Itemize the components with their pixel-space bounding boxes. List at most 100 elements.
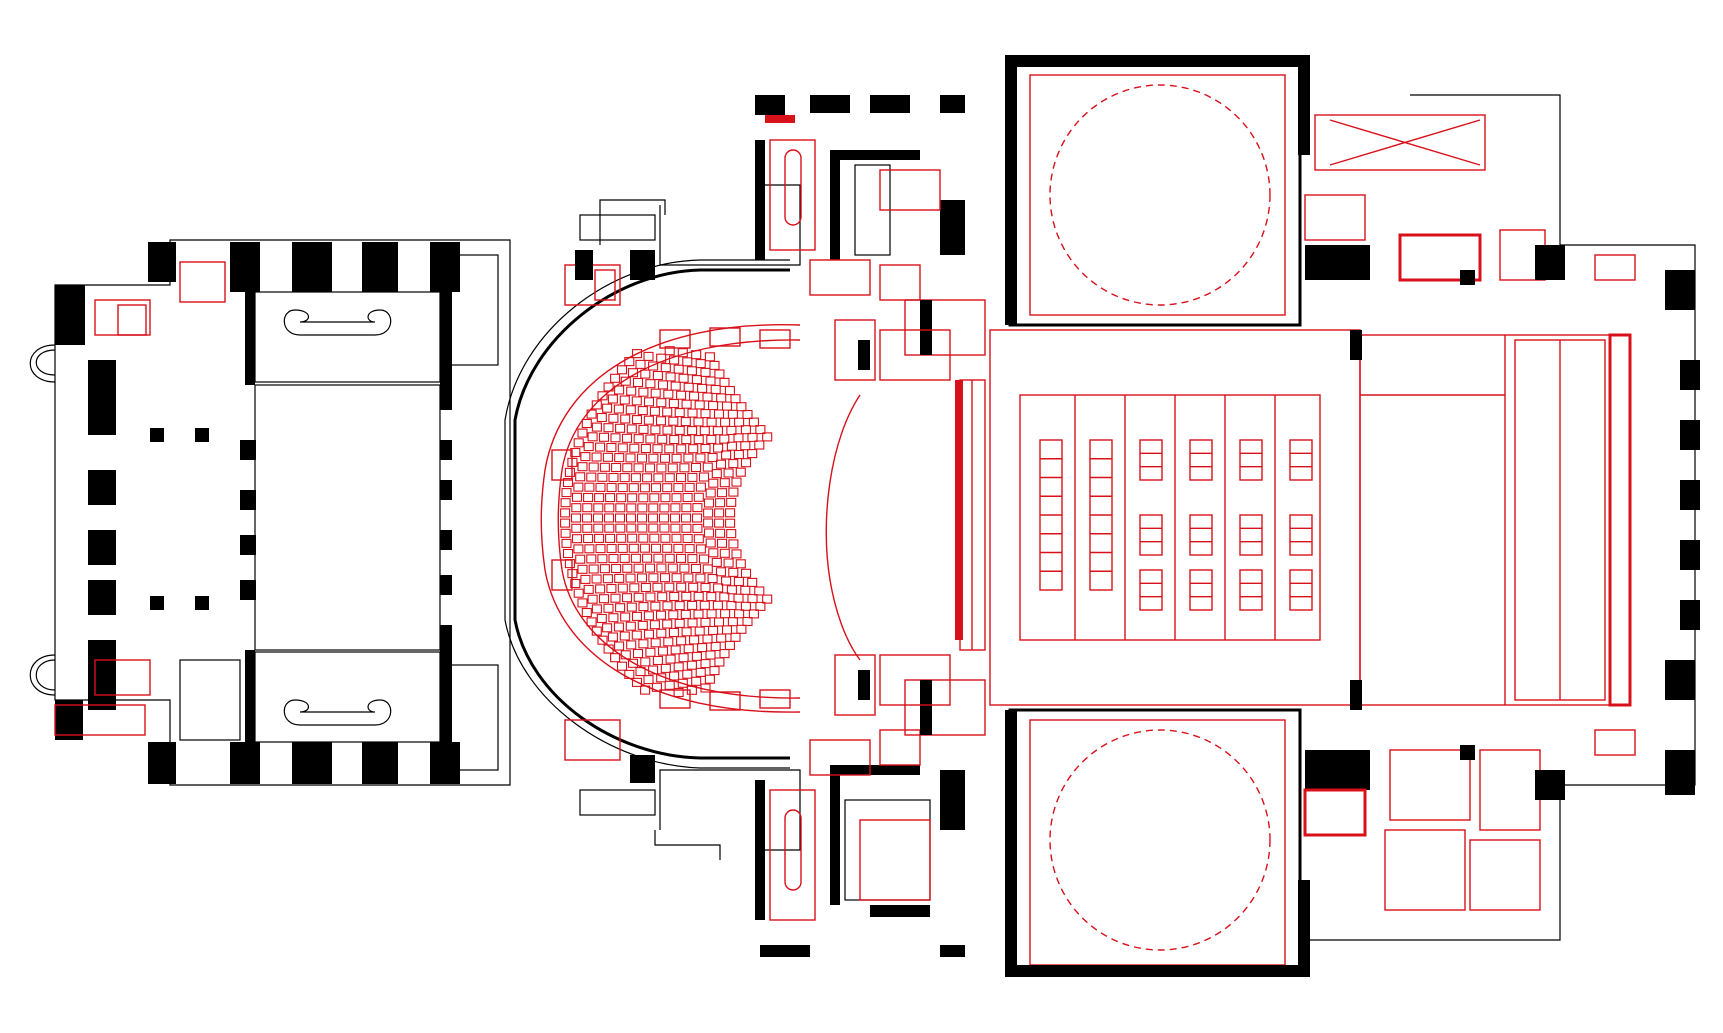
seat <box>721 625 733 635</box>
seat <box>662 601 673 611</box>
seat <box>710 641 721 652</box>
seat <box>570 447 581 458</box>
seat <box>580 574 591 584</box>
seat <box>645 592 656 602</box>
seat <box>653 473 664 483</box>
seat <box>665 372 676 382</box>
stage-trap <box>1239 569 1263 611</box>
seat <box>740 601 751 611</box>
seat <box>657 592 668 602</box>
seat <box>620 612 631 622</box>
seat <box>680 609 691 619</box>
seat <box>727 409 738 419</box>
seat <box>682 492 693 503</box>
stage-trap <box>1139 514 1163 556</box>
seat <box>603 644 614 654</box>
seat <box>663 637 674 647</box>
seat <box>747 449 758 459</box>
seat <box>591 422 602 432</box>
seat <box>591 574 602 584</box>
seat <box>682 533 693 544</box>
seat <box>670 645 681 655</box>
seat <box>657 646 669 656</box>
seat <box>670 523 681 533</box>
seat <box>703 528 715 538</box>
seat <box>642 473 653 483</box>
seat <box>665 654 676 664</box>
seat <box>708 548 719 558</box>
seat <box>632 648 644 659</box>
seat <box>657 380 669 390</box>
seat <box>669 591 680 602</box>
seat <box>573 544 584 554</box>
seat <box>716 538 728 548</box>
seat <box>711 557 722 567</box>
seat <box>664 346 675 356</box>
seat <box>635 667 646 677</box>
seat <box>711 469 722 479</box>
seat <box>622 463 633 473</box>
seat <box>728 459 739 469</box>
seat <box>687 426 698 436</box>
seat <box>591 604 602 614</box>
seat <box>650 483 662 493</box>
seat <box>571 534 583 544</box>
seat <box>660 533 671 543</box>
seat <box>733 576 744 587</box>
seat <box>736 402 747 412</box>
seat <box>734 609 745 619</box>
seat <box>660 663 671 673</box>
seat <box>631 677 643 687</box>
seat <box>656 563 667 573</box>
seat <box>564 467 575 477</box>
seat <box>691 375 702 385</box>
seat <box>659 573 671 583</box>
seat <box>704 352 715 362</box>
seat <box>728 487 739 497</box>
seat <box>637 406 648 416</box>
seat <box>735 559 746 569</box>
seat <box>626 503 637 513</box>
seat <box>614 513 626 523</box>
seat <box>705 538 716 548</box>
seat <box>627 368 639 378</box>
seat <box>689 391 700 401</box>
seat <box>747 432 758 442</box>
seat <box>669 671 680 681</box>
seat <box>616 533 627 543</box>
seat <box>625 513 637 523</box>
seat <box>748 417 759 427</box>
seat <box>713 583 724 593</box>
seat <box>575 554 586 564</box>
seat <box>632 377 644 388</box>
seat <box>714 508 725 518</box>
seat <box>673 687 684 698</box>
seat <box>573 482 584 492</box>
seat <box>604 523 615 533</box>
seat <box>586 617 597 627</box>
seat <box>671 533 682 543</box>
seat <box>607 394 618 404</box>
seat <box>615 423 626 433</box>
seat <box>716 393 727 403</box>
seat <box>627 533 638 543</box>
seat <box>608 553 619 564</box>
stage-trap <box>1239 439 1263 481</box>
seat <box>690 462 702 473</box>
seat <box>605 533 616 543</box>
seat <box>659 523 670 533</box>
seat <box>625 405 636 415</box>
seat <box>606 543 617 554</box>
seat <box>631 415 643 425</box>
seat <box>695 359 706 369</box>
seat <box>719 548 730 558</box>
stage-trap <box>1239 514 1263 556</box>
seat <box>637 503 648 513</box>
seat <box>657 434 668 444</box>
seat <box>687 408 698 418</box>
seat <box>695 573 706 583</box>
seat <box>611 563 622 574</box>
seat <box>705 650 716 660</box>
seat <box>648 361 659 371</box>
